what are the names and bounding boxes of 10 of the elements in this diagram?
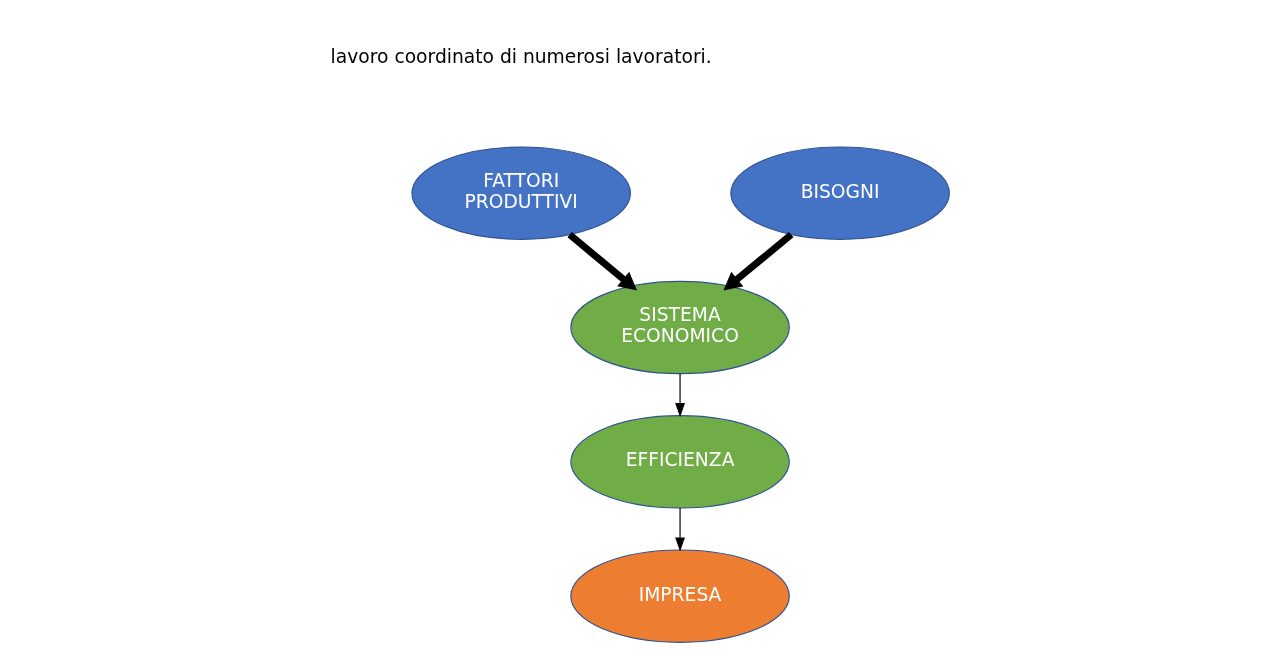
arrow — [722, 231, 793, 291]
arrow — [674, 507, 685, 552]
node-ellipse: EFFICIENZA — [569, 415, 790, 509]
node-ellipse: FATTORI PRODUTTIVI — [410, 146, 631, 240]
arrow — [674, 373, 685, 418]
node-ellipse: IMPRESA — [569, 549, 790, 643]
arrow — [566, 231, 637, 291]
label: lavoro coordinato di numerosi lavoratori. — [330, 46, 712, 68]
node-ellipse: SISTEMA ECONOMICO — [569, 280, 790, 375]
node-ellipse: BISOGNI — [729, 146, 950, 240]
